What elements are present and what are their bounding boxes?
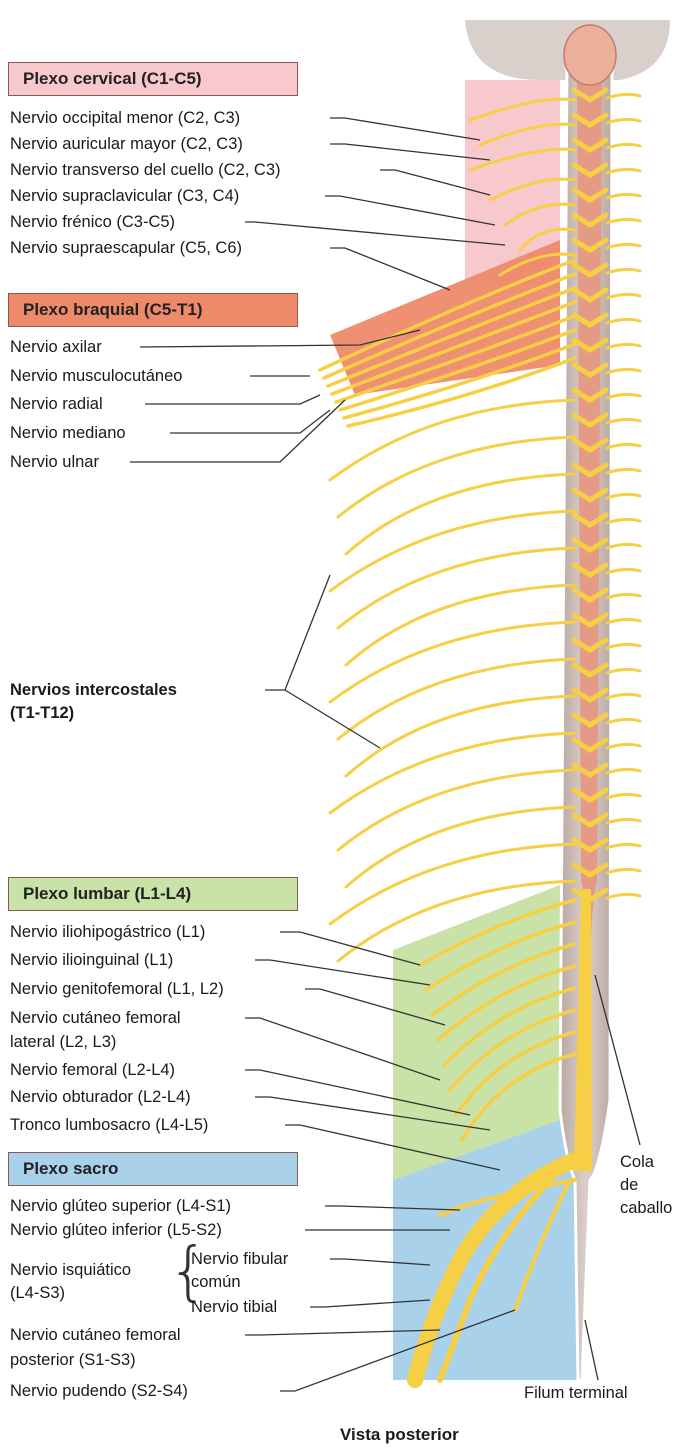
label-isquiatico: Nervio isquiático [10, 1260, 131, 1280]
header-cervical: Plexo cervical (C1-C5) [8, 62, 298, 96]
leader-line [170, 410, 330, 433]
label-obturador: Nervio obturador (L2-L4) [10, 1087, 191, 1107]
label-axilar: Nervio axilar [10, 337, 102, 357]
leader-line [145, 395, 320, 404]
label-tronco-lumbosacro: Tronco lumbosacro (L4-L5) [10, 1115, 208, 1135]
label-isquiatico-range: (L4-S3) [10, 1283, 65, 1303]
label-caballo: caballo [620, 1198, 681, 1218]
right-nerve-stub [607, 894, 640, 898]
leader-line [585, 1320, 598, 1380]
leader-line [265, 575, 330, 690]
label-filum-terminal: Filum terminal [524, 1383, 628, 1403]
label-supraescapular: Nervio supraescapular (C5, C6) [10, 238, 242, 258]
leader-line [130, 400, 345, 462]
label-intercostales: Nervios intercostales [10, 680, 177, 700]
label-cutaneo-femoral-lateral: Nervio cutáneo femoral [10, 1008, 181, 1028]
label-ulnar: Nervio ulnar [10, 452, 99, 472]
label-supraclavicular: Nervio supraclavicular (C3, C4) [10, 186, 239, 206]
label-de: de [620, 1175, 638, 1195]
label-musculocutaneo: Nervio musculocutáneo [10, 366, 182, 386]
medulla [564, 25, 616, 85]
label-cutaneo-femoral-posterior-range: posterior (S1-S3) [10, 1350, 136, 1370]
label-ilioinguinal: Nervio ilioinguinal (L1) [10, 950, 173, 970]
label-fibular: Nervio fibular [191, 1249, 288, 1269]
label-intercostales-range: (T1-T12) [10, 703, 74, 723]
label-radial: Nervio radial [10, 394, 103, 414]
label-occipital-menor: Nervio occipital menor (C2, C3) [10, 108, 240, 128]
label-cutaneo-femoral-lateral-range: lateral (L2, L3) [10, 1032, 116, 1052]
right-nerve-stub [607, 869, 640, 873]
label-transverso-cuello: Nervio transverso del cuello (C2, C3) [10, 160, 281, 180]
label-iliohipogastrico: Nervio iliohipogástrico (L1) [10, 922, 205, 942]
leader-line [330, 248, 450, 290]
label-fibular-comun: común [191, 1272, 241, 1292]
label-auricular-mayor: Nervio auricular mayor (C2, C3) [10, 134, 243, 154]
label-femoral: Nervio femoral (L2-L4) [10, 1060, 175, 1080]
header-braquial: Plexo braquial (C5-T1) [8, 293, 298, 327]
label-tibial: Nervio tibial [191, 1297, 277, 1317]
label-mediano: Nervio mediano [10, 423, 126, 443]
caption-vista-posterior: Vista posterior [340, 1425, 459, 1445]
header-lumbar: Plexo lumbar (L1-L4) [8, 877, 298, 911]
label-frenico: Nervio frénico (C3-C5) [10, 212, 175, 232]
cauda-fiber [590, 890, 591, 1170]
label-cola: Cola [620, 1152, 654, 1172]
label-gluteo-superior: Nervio glúteo superior (L4-S1) [10, 1196, 231, 1216]
leader-line [330, 118, 480, 140]
header-sacro: Plexo sacro [8, 1152, 298, 1186]
label-pudendo: Nervio pudendo (S2-S4) [10, 1381, 188, 1401]
label-cutaneo-femoral-posterior: Nervio cutáneo femoral [10, 1325, 181, 1345]
cauda-fiber [587, 890, 588, 1170]
label-genitofemoral: Nervio genitofemoral (L1, L2) [10, 979, 224, 999]
